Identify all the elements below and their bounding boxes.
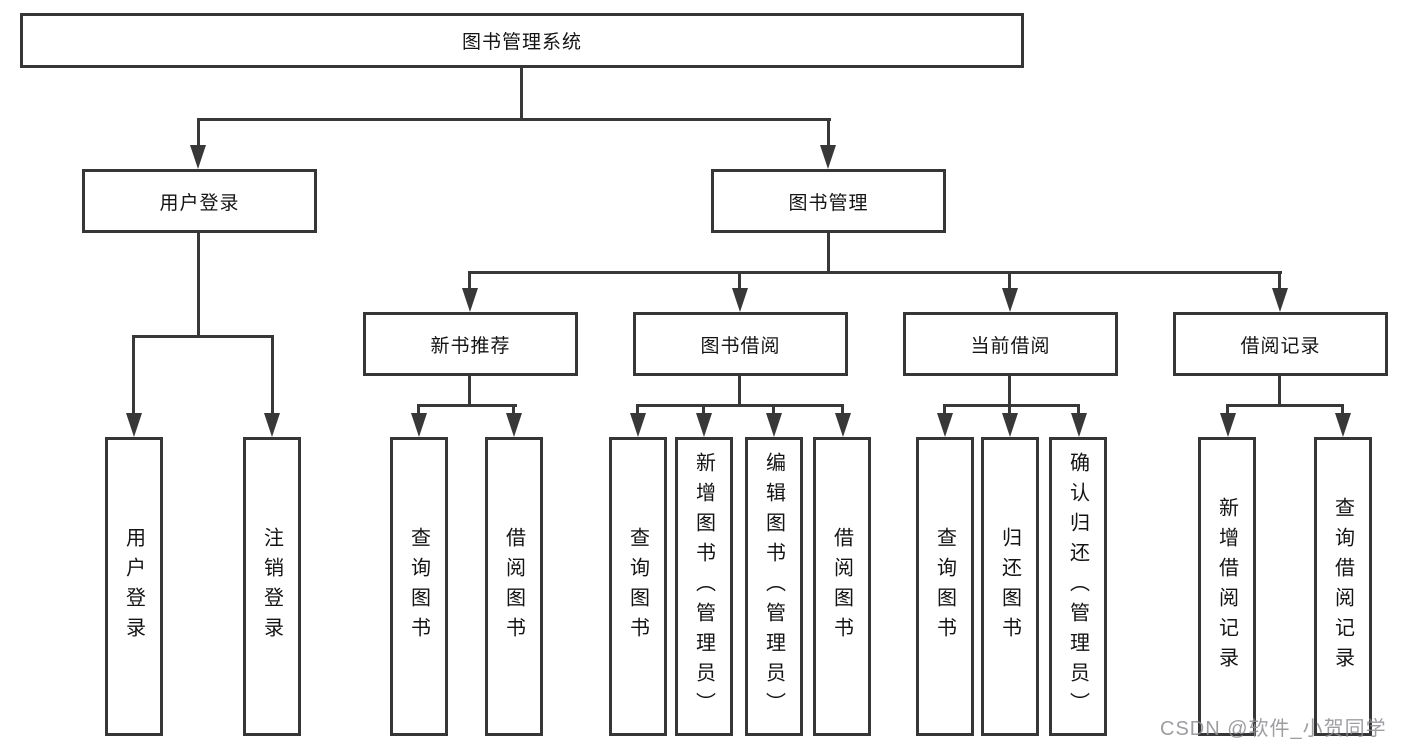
node-user-login-group: 用户登录	[82, 169, 317, 233]
connector-line	[1226, 407, 1229, 414]
arrow-down-icon	[126, 413, 142, 437]
node-book-borrow-label: 图书借阅	[700, 335, 781, 357]
node-leaf-logout: 注销登录	[243, 437, 301, 736]
node-book-borrow: 图书借阅	[633, 312, 848, 376]
node-new-book-rec: 新书推荐	[363, 312, 578, 376]
connector-line	[1008, 376, 1011, 406]
connector-line	[197, 233, 200, 338]
node-leaf-cb-return-book-label: 归还图书	[998, 526, 1021, 647]
node-leaf-nbr-query-book-label: 查询图书	[407, 526, 430, 647]
node-leaf-bb-query-book: 查询图书	[609, 437, 667, 736]
node-borrow-records: 借阅记录	[1173, 312, 1388, 376]
connector-line	[271, 338, 274, 413]
arrow-down-icon	[264, 413, 280, 437]
node-leaf-bb-edit-book-label: 编辑图书（管理员）	[762, 451, 785, 722]
connector-line	[1008, 274, 1011, 289]
connector-line	[738, 376, 741, 406]
node-leaf-user-login: 用户登录	[105, 437, 163, 736]
connector-line	[132, 338, 135, 413]
node-book-mgmt-group: 图书管理	[711, 169, 946, 233]
connector-line	[1278, 376, 1281, 406]
connector-line	[1008, 407, 1011, 414]
node-leaf-bb-query-book-label: 查询图书	[626, 526, 649, 647]
connector-line	[702, 407, 705, 414]
csdn-watermark: CSDN @软件_小贺同学	[1160, 718, 1387, 740]
connector-line	[1077, 407, 1080, 414]
arrow-down-icon	[1220, 413, 1236, 437]
connector-line	[468, 271, 1282, 274]
connector-line	[772, 407, 775, 414]
node-leaf-br-add-record-label: 新增借阅记录	[1215, 496, 1238, 677]
connector-line	[197, 121, 200, 146]
node-leaf-cb-query-book-label: 查询图书	[933, 526, 956, 647]
node-leaf-cb-query-book: 查询图书	[916, 437, 974, 736]
node-leaf-bb-add-book-label: 新增图书（管理员）	[692, 451, 715, 722]
arrow-down-icon	[1071, 413, 1087, 437]
connector-line	[520, 68, 523, 120]
node-new-book-rec-label: 新书推荐	[430, 335, 511, 357]
node-borrow-records-label: 借阅记录	[1240, 335, 1321, 357]
connector-line	[468, 274, 471, 289]
node-leaf-bb-borrow-book: 借阅图书	[813, 437, 871, 736]
arrow-down-icon	[190, 145, 206, 169]
node-current-borrow: 当前借阅	[903, 312, 1118, 376]
node-leaf-bb-edit-book: 编辑图书（管理员）	[745, 437, 803, 736]
node-leaf-cb-confirm-return: 确认归还（管理员）	[1049, 437, 1107, 736]
node-leaf-cb-return-book: 归还图书	[981, 437, 1039, 736]
connector-line	[636, 407, 639, 414]
node-root-label: 图书管理系统	[461, 32, 582, 53]
node-book-mgmt-group-label: 图书管理	[788, 192, 869, 214]
connector-line	[1278, 274, 1281, 289]
arrow-down-icon	[462, 288, 478, 312]
arrow-down-icon	[1002, 413, 1018, 437]
arrow-down-icon	[411, 413, 427, 437]
arrow-down-icon	[937, 413, 953, 437]
arrow-down-icon	[506, 413, 522, 437]
node-user-login-group-label: 用户登录	[159, 192, 240, 214]
arrow-down-icon	[630, 413, 646, 437]
node-leaf-cb-confirm-return-label: 确认归还（管理员）	[1066, 451, 1089, 722]
connector-line	[943, 404, 1080, 407]
connector-line	[417, 404, 517, 407]
connector-line	[197, 118, 831, 121]
connector-line	[841, 407, 844, 414]
node-root: 图书管理系统	[20, 13, 1024, 68]
node-leaf-br-query-record: 查询借阅记录	[1314, 437, 1372, 736]
node-current-borrow-label: 当前借阅	[970, 335, 1051, 357]
node-leaf-user-login-label: 用户登录	[122, 526, 145, 647]
arrow-down-icon	[1002, 288, 1018, 312]
arrow-down-icon	[835, 413, 851, 437]
arrow-down-icon	[1272, 288, 1288, 312]
connector-line	[827, 121, 830, 146]
arrow-down-icon	[820, 145, 836, 169]
node-leaf-bb-add-book: 新增图书（管理员）	[675, 437, 733, 736]
arrow-down-icon	[696, 413, 712, 437]
connector-line	[132, 335, 274, 338]
connector-line	[468, 376, 471, 406]
arrow-down-icon	[1335, 413, 1351, 437]
arrow-down-icon	[766, 413, 782, 437]
node-leaf-logout-label: 注销登录	[260, 526, 283, 647]
connector-line	[738, 274, 741, 289]
connector-line	[512, 407, 515, 414]
node-leaf-bb-borrow-book-label: 借阅图书	[830, 526, 853, 647]
connector-line	[1341, 407, 1344, 414]
connector-line	[636, 404, 844, 407]
connector-line	[943, 407, 946, 414]
node-leaf-nbr-borrow-book: 借阅图书	[485, 437, 543, 736]
connector-line	[827, 233, 830, 273]
connector-line	[1226, 404, 1344, 407]
connector-line	[417, 407, 420, 414]
node-leaf-nbr-query-book: 查询图书	[390, 437, 448, 736]
node-leaf-br-add-record: 新增借阅记录	[1198, 437, 1256, 736]
arrow-down-icon	[732, 288, 748, 312]
node-leaf-br-query-record-label: 查询借阅记录	[1331, 496, 1354, 677]
node-leaf-nbr-borrow-book-label: 借阅图书	[502, 526, 525, 647]
